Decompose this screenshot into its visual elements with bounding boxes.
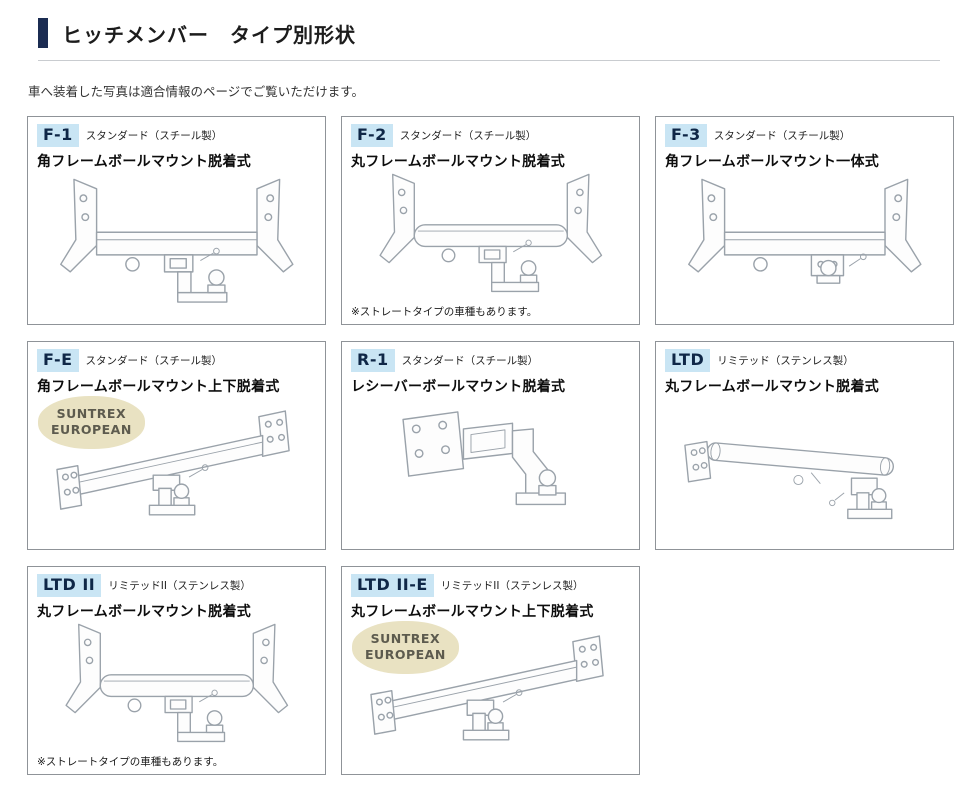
grade-label: スタンダード（スチール製） (399, 130, 537, 142)
suntrex-line2: EUROPEAN (365, 647, 446, 663)
type-description: 丸フレームボールマウント脱着式 (351, 154, 566, 170)
type-description: 角フレームボールマウント脱着式 (37, 154, 252, 170)
page-subtitle: 車へ装着した写真は適合情報のページでご覧いただけます。 (28, 84, 365, 99)
type-code-badge: R-1 (351, 349, 395, 372)
suntrex-european-badge: SUNTREX EUROPEAN (38, 396, 145, 449)
title-accent-bar (38, 18, 48, 48)
type-card-ltd2: LTD II リミテッドII（ステンレス製） 丸フレームボールマウント脱着式 (27, 566, 326, 775)
grade-label: スタンダード（スチール製） (713, 130, 851, 142)
type-card-grid: F-1 スタンダード（スチール製） 角フレームボールマウント脱着式 (27, 116, 968, 775)
type-card-ltd: LTD リミテッド（ステンレス製） 丸フレームボールマウント脱着式 (655, 341, 954, 550)
hitch-diagram-ltd2 (34, 619, 319, 754)
hitch-diagram-r1 (348, 394, 633, 545)
type-card-f1: F-1 スタンダード（スチール製） 角フレームボールマウント脱着式 (27, 116, 326, 325)
page-header: ヒッチメンバー タイプ別形状 (38, 18, 940, 61)
type-code-badge: LTD (665, 349, 711, 372)
grade-label: リミテッドII（ステンレス製） (440, 580, 584, 592)
type-card-f2: F-2 スタンダード（スチール製） 丸フレームボールマウント脱着式 (341, 116, 640, 325)
card-header: R-1 スタンダード（スチール製） (351, 349, 630, 372)
type-description: 角フレームボールマウント上下脱着式 (37, 379, 280, 395)
card-header: LTD リミテッド（ステンレス製） (665, 349, 944, 372)
type-code-badge: F-1 (37, 124, 79, 147)
card-header: F-1 スタンダード（スチール製） (37, 124, 316, 147)
grade-label: リミテッド（ステンレス製） (717, 355, 854, 367)
card-header: LTD II-E リミテッドII（ステンレス製） (351, 574, 630, 597)
hitch-diagram-f1 (34, 169, 319, 320)
hitch-diagram-ltd2e (348, 619, 633, 770)
grade-label: スタンダード（スチール製） (401, 355, 539, 367)
type-code-badge: F-E (37, 349, 79, 372)
type-description: 丸フレームボールマウント脱着式 (37, 604, 252, 620)
grade-label: スタンダード（スチール製） (85, 355, 223, 367)
suntrex-line1: SUNTREX (370, 631, 441, 646)
card-header: F-2 スタンダード（スチール製） (351, 124, 630, 147)
type-code-badge: F-2 (351, 124, 393, 147)
card-header: F-E スタンダード（スチール製） (37, 349, 316, 372)
hitch-diagram-ltd (662, 394, 947, 545)
type-description: 角フレームボールマウント一体式 (665, 154, 880, 170)
type-code-badge: F-3 (665, 124, 707, 147)
note-text: ※ストレートタイプの車種もあります。 (37, 756, 224, 768)
type-card-r1: R-1 スタンダード（スチール製） レシーバーボールマウント脱着式 (341, 341, 640, 550)
grade-label: リミテッドII（ステンレス製） (108, 580, 251, 592)
type-card-ltd2e: LTD II-E リミテッドII（ステンレス製） 丸フレームボールマウント上下脱… (341, 566, 640, 775)
grade-label: スタンダード（スチール製） (85, 130, 223, 142)
note-text: ※ストレートタイプの車種もあります。 (351, 306, 538, 318)
card-header: LTD II リミテッドII（ステンレス製） (37, 574, 316, 597)
hitch-diagram-f3 (662, 169, 947, 320)
type-code-badge: LTD II (37, 574, 102, 597)
suntrex-european-badge: SUNTREX EUROPEAN (352, 621, 459, 674)
suntrex-line1: SUNTREX (56, 406, 127, 421)
page-title: ヒッチメンバー タイプ別形状 (62, 22, 356, 47)
type-description: 丸フレームボールマウント上下脱着式 (351, 604, 594, 620)
hitch-diagram-fe (34, 394, 319, 545)
type-card-f3: F-3 スタンダード（スチール製） 角フレームボールマウント一体式 (655, 116, 954, 325)
card-header: F-3 スタンダード（スチール製） (665, 124, 944, 147)
hitch-diagram-f2 (348, 169, 633, 304)
type-description: 丸フレームボールマウント脱着式 (665, 379, 880, 395)
suntrex-line2: EUROPEAN (51, 422, 132, 438)
type-code-badge: LTD II-E (351, 574, 434, 597)
type-description: レシーバーボールマウント脱着式 (351, 379, 566, 395)
type-card-fe: F-E スタンダード（スチール製） 角フレームボールマウント上下脱着式 SUNT… (27, 341, 326, 550)
